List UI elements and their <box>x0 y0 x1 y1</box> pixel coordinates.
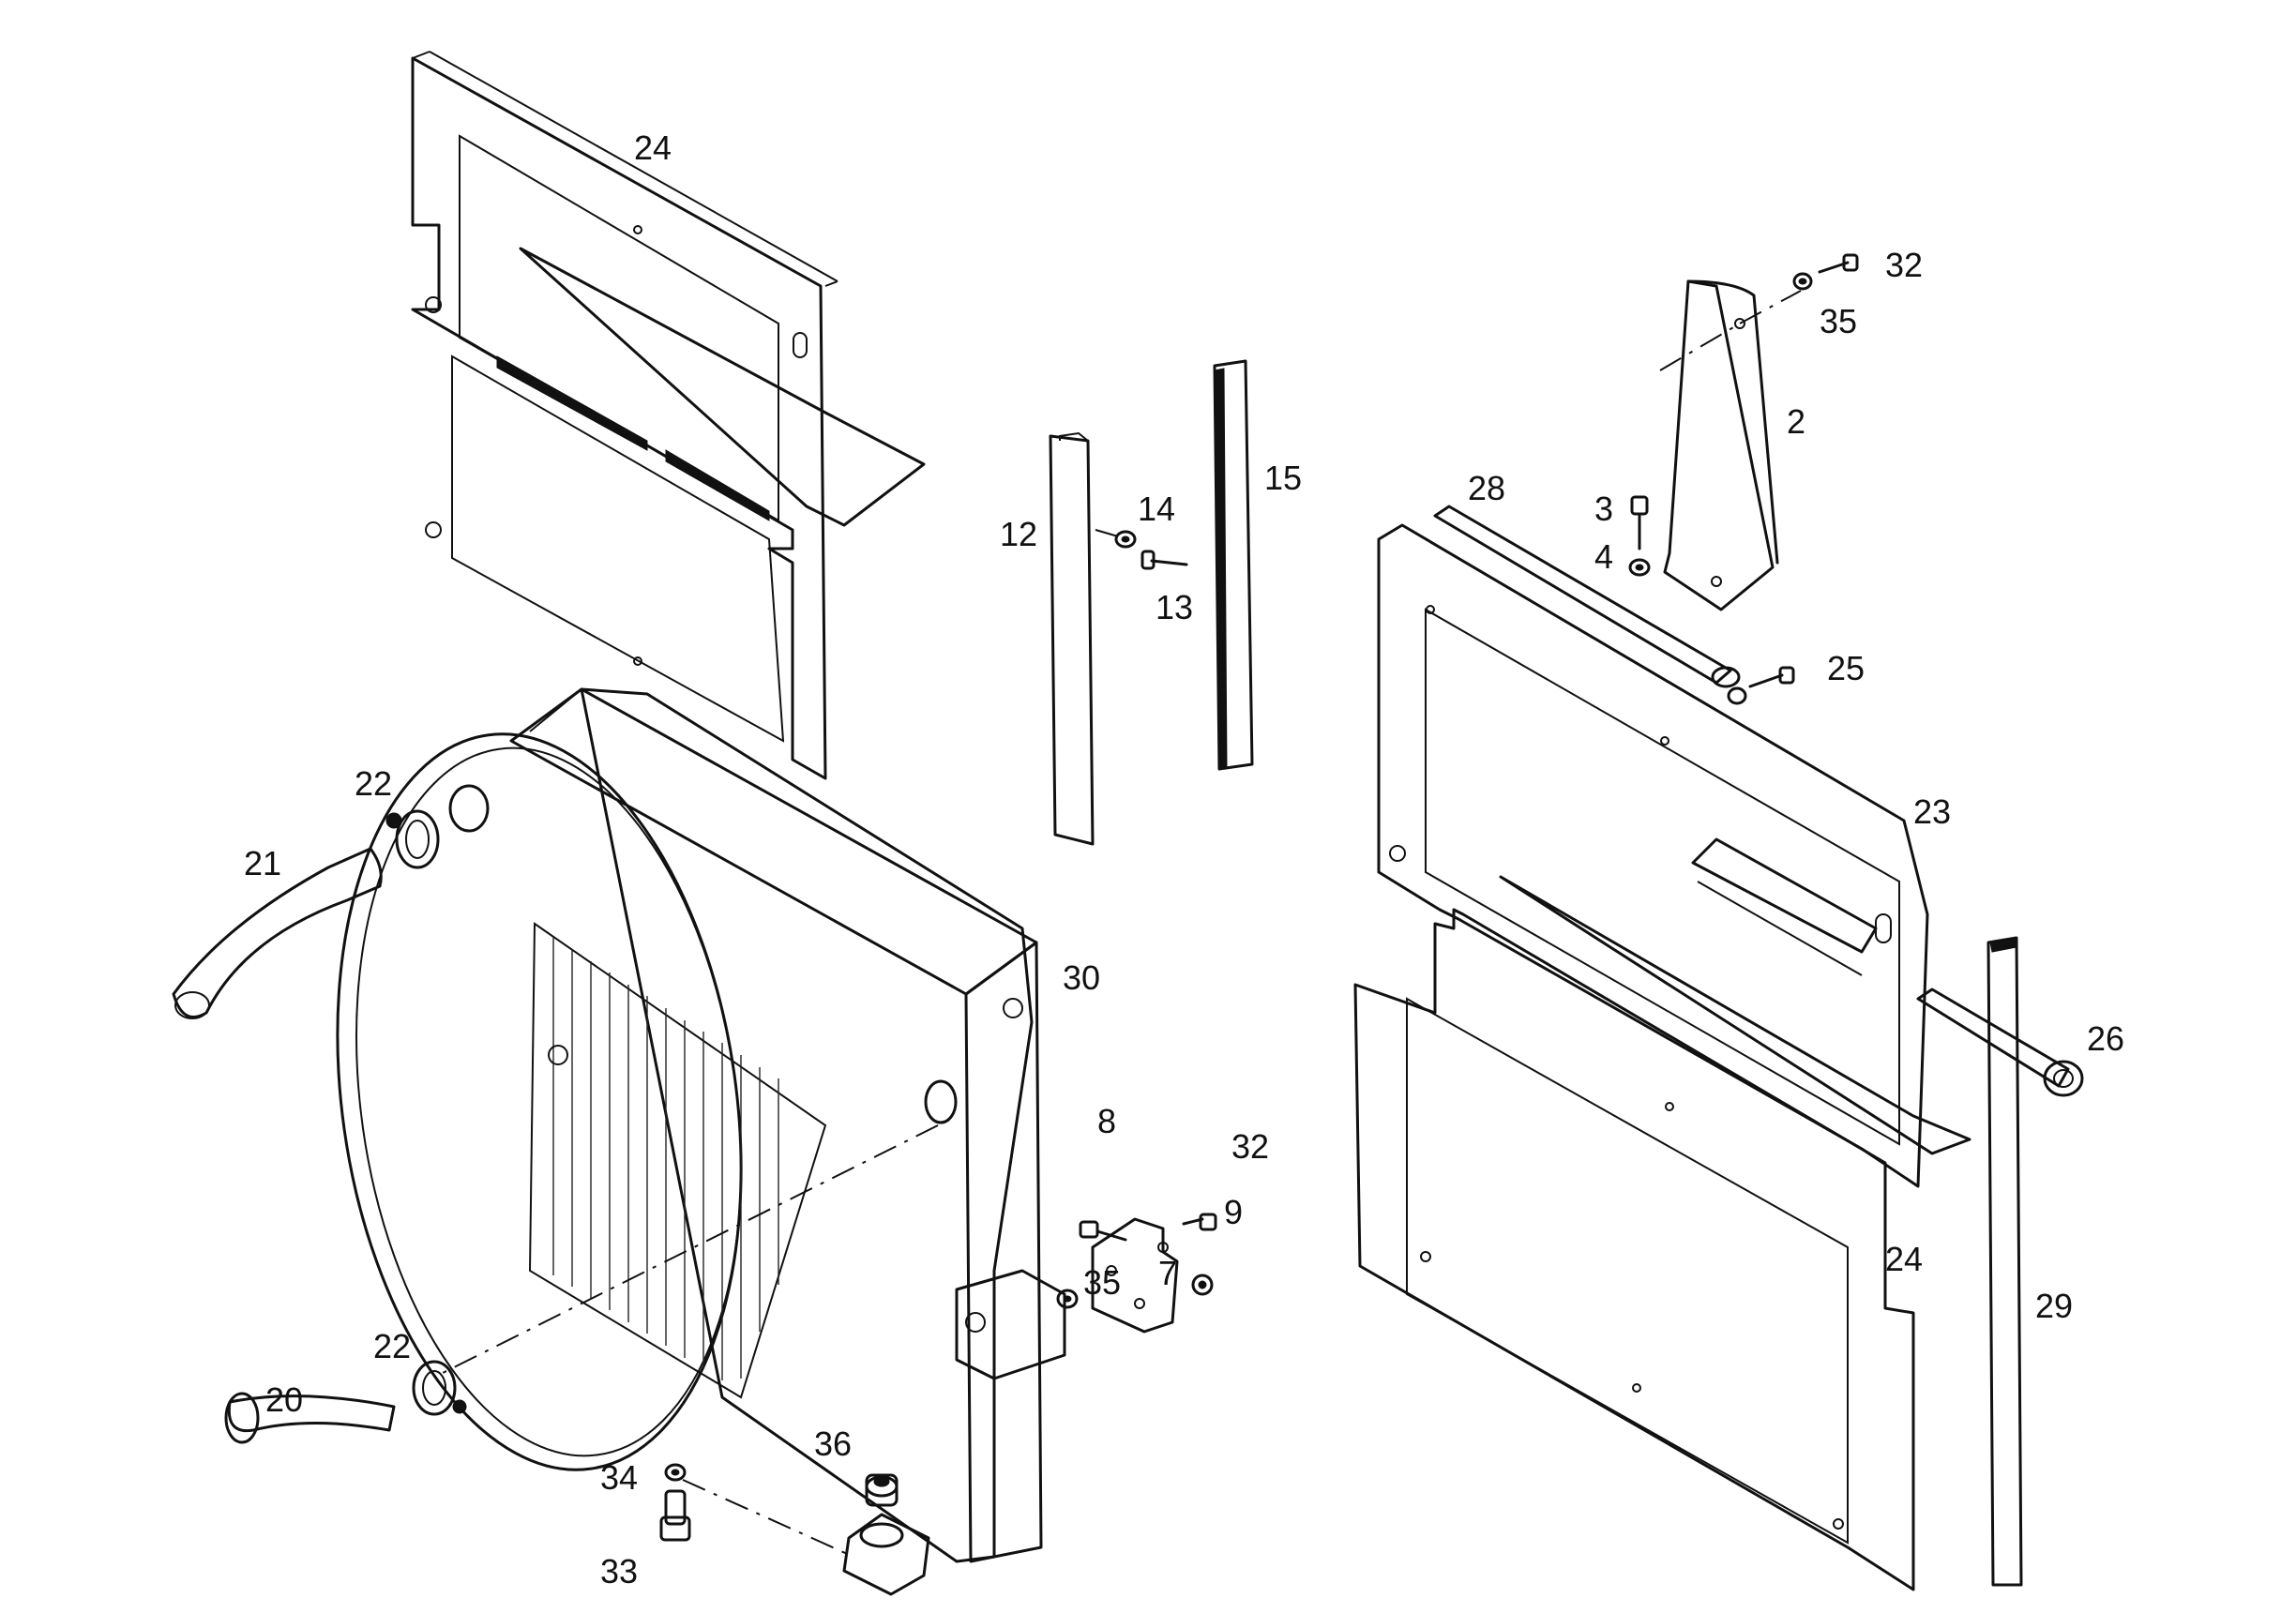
washer-35-mid <box>1056 1289 1079 1309</box>
callout-23: 23 <box>1913 792 1952 831</box>
bolt-3-washer-4 <box>1628 495 1651 577</box>
bolt-32-mid <box>1182 1213 1217 1231</box>
hose-20 <box>224 1392 396 1444</box>
callout-36: 36 <box>814 1425 853 1463</box>
callout-9: 9 <box>1224 1193 1244 1231</box>
shroud-panel-23 <box>1377 523 1929 1188</box>
nut-9 <box>1191 1274 1214 1296</box>
bracket-7 <box>1091 1217 1179 1334</box>
seal-strip-26 <box>1916 987 2084 1097</box>
bolt-25 <box>1727 666 1795 705</box>
callout-15: 15 <box>1264 459 1303 497</box>
callout-22-upper: 22 <box>355 764 393 803</box>
shroud-panel-24-top <box>411 51 926 780</box>
rubber-mount-36 <box>682 1473 930 1596</box>
callout-24-top: 24 <box>634 128 672 167</box>
callout-21: 21 <box>244 844 282 882</box>
callout-8: 8 <box>1097 1102 1117 1140</box>
radiator-30 <box>336 687 1066 1563</box>
callout-14: 14 <box>1138 490 1176 528</box>
callout-26: 26 <box>2087 1019 2125 1058</box>
seal-strip-28 <box>1433 505 1741 688</box>
callout-32-mid: 32 <box>1231 1127 1270 1166</box>
callout-35-top: 35 <box>1820 302 1858 340</box>
hose-21 <box>172 847 383 1019</box>
bolt-33 <box>659 1489 691 1542</box>
callout-30: 30 <box>1063 958 1101 997</box>
hose-clamp-22-upper <box>385 784 490 869</box>
callout-2: 2 <box>1787 402 1806 441</box>
callout-25: 25 <box>1827 649 1866 687</box>
callout-12: 12 <box>1000 515 1038 553</box>
callout-7: 7 <box>1158 1254 1178 1292</box>
callout-29: 29 <box>2035 1287 2074 1325</box>
washer-34 <box>664 1463 687 1482</box>
callout-33: 33 <box>600 1552 639 1590</box>
callout-13: 13 <box>1156 588 1194 626</box>
callout-20: 20 <box>265 1380 304 1419</box>
callout-4: 4 <box>1594 537 1614 576</box>
bracket-2 <box>1659 279 1802 611</box>
callout-24-right: 24 <box>1885 1240 1924 1278</box>
bolt-13-washer-14 <box>1095 529 1188 570</box>
callout-32-top: 32 <box>1885 246 1924 284</box>
hose-clamp-22-lower <box>412 1360 467 1416</box>
callout-35-mid: 35 <box>1083 1263 1122 1302</box>
seal-strip-15 <box>1213 359 1254 771</box>
bolt-32-washer-35-top <box>1792 253 1859 291</box>
seal-strip-12 <box>1049 431 1095 846</box>
callout-22-lower: 22 <box>373 1327 412 1365</box>
callout-28: 28 <box>1468 469 1506 507</box>
radiator-core-fins <box>552 938 779 1380</box>
seal-strip-29 <box>1986 936 2023 1587</box>
callout-3: 3 <box>1594 490 1614 528</box>
bolt-8 <box>1079 1220 1127 1242</box>
callout-34: 34 <box>600 1458 639 1497</box>
shroud-panel-24-right <box>1353 875 1971 1591</box>
